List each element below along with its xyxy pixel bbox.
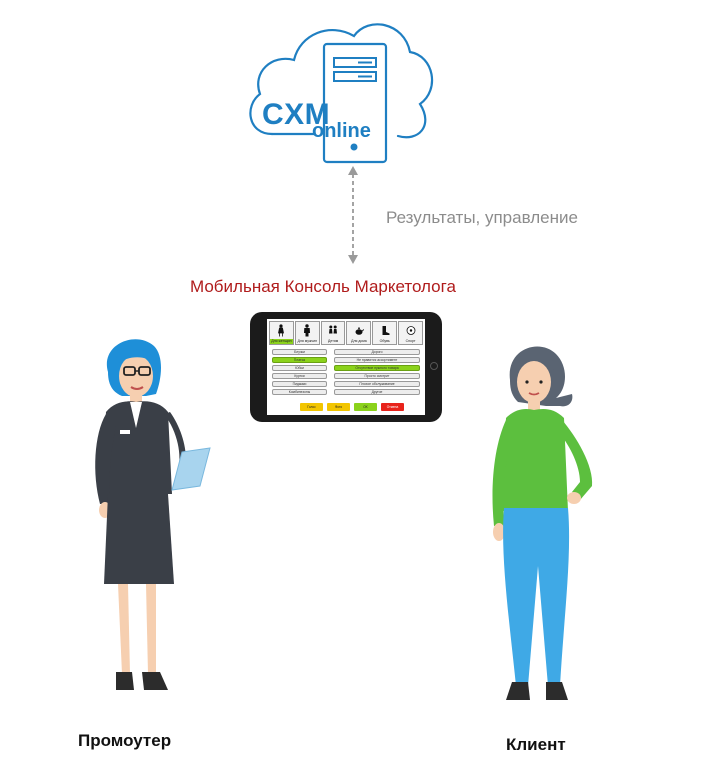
category-label: Для мужчин xyxy=(297,339,317,343)
client-figure xyxy=(492,346,593,700)
tablet: Для женщин Для мужчин Детям Для дома Обу… xyxy=(250,312,442,422)
cloud-server-icon xyxy=(249,23,434,164)
option-button[interactable]: Куртки xyxy=(272,373,327,379)
category-label: Для женщин xyxy=(270,339,293,344)
ok-button[interactable]: OK xyxy=(354,403,377,411)
reason-options: Дорого Не нравится ассортимент Отсутстви… xyxy=(334,349,420,395)
reason-button[interactable]: Дорого xyxy=(334,349,420,355)
action-row: Голос Фото OK Отмена xyxy=(300,403,404,411)
option-button[interactable]: Платья xyxy=(272,357,327,363)
option-button[interactable]: Пиджаки xyxy=(272,381,327,387)
category-label: Спорт xyxy=(405,339,416,343)
option-button[interactable]: Юбки xyxy=(272,365,327,371)
children-icon xyxy=(329,325,338,334)
results-management-label: Результаты, управление xyxy=(386,208,578,227)
category-label: Детям xyxy=(328,339,339,343)
reason-button[interactable]: Отсутствие нужного товара xyxy=(334,365,420,371)
teapot-icon xyxy=(355,327,364,335)
console-title: Мобильная Консоль Маркетолога xyxy=(190,277,456,296)
ball-icon xyxy=(406,326,415,335)
cxm-subtitle: online xyxy=(312,120,371,142)
promoter-figure xyxy=(95,339,211,690)
woman-icon xyxy=(278,324,285,337)
cancel-button[interactable]: Отмена xyxy=(381,403,404,411)
cxm-title: CXM xyxy=(262,98,331,131)
photo-button[interactable]: Фото xyxy=(327,403,350,411)
option-button[interactable]: Блузки xyxy=(272,349,327,355)
reason-button[interactable]: Просто смотрит xyxy=(334,373,420,379)
reason-button[interactable]: Не нравится ассортимент xyxy=(334,357,420,363)
voice-button[interactable]: Голос xyxy=(300,403,323,411)
category-label: Обувь xyxy=(379,339,390,343)
product-options: Блузки Платья Юбки Куртки Пиджаки Комбин… xyxy=(272,349,327,395)
boot-icon xyxy=(382,326,390,335)
category-label: Для дома xyxy=(351,339,367,343)
reason-button[interactable]: Другое xyxy=(334,389,420,395)
category-women[interactable]: Для женщин xyxy=(269,321,294,345)
category-children[interactable]: Детям xyxy=(320,321,346,345)
category-row: Для женщин Для мужчин Детям Для дома Обу… xyxy=(269,321,423,345)
category-men[interactable]: Для мужчин xyxy=(294,321,320,345)
client-label: Клиент xyxy=(506,735,566,754)
cxm-online-cloud: CXM online xyxy=(242,6,438,166)
category-shoes[interactable]: Обувь xyxy=(372,321,398,345)
category-home[interactable]: Для дома xyxy=(346,321,372,345)
tablet-screen: Для женщин Для мужчин Детям Для дома Обу… xyxy=(267,319,425,415)
bidirectional-arrow xyxy=(348,166,358,264)
promoter-label: Промоутер xyxy=(78,731,172,750)
reason-button[interactable]: Плохое обслуживание xyxy=(334,381,420,387)
option-button[interactable]: Комбинезоны xyxy=(272,389,327,395)
category-sport[interactable]: Спорт xyxy=(398,321,423,345)
man-icon xyxy=(304,324,311,337)
home-button xyxy=(430,362,438,370)
